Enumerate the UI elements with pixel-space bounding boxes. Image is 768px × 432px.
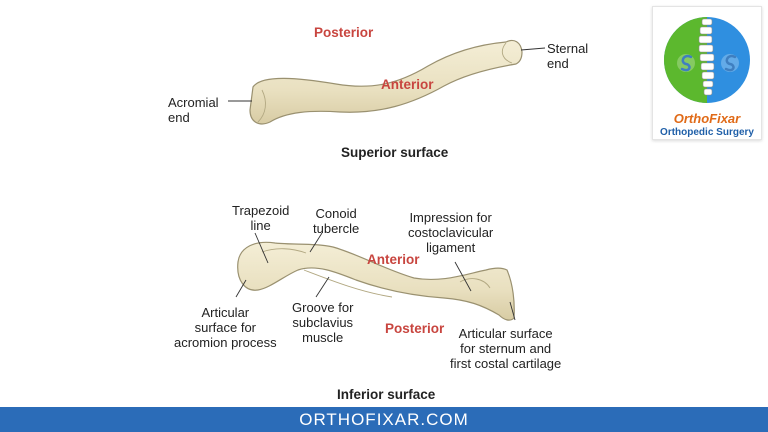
footer-link[interactable]: ORTHOFIXAR.COM xyxy=(299,410,469,430)
label-acromial-end: Acromial end xyxy=(168,95,219,125)
label-groove-subclavius: Groove for subclavius muscle xyxy=(292,300,353,345)
label-anterior-inferior: Anterior xyxy=(367,252,420,267)
orthofixar-logo: OrthoFixar Orthopedic Surgery xyxy=(652,6,762,140)
logo-subtitle: Orthopedic Surgery xyxy=(653,127,761,138)
label-sternal-end: Sternal end xyxy=(547,41,588,71)
label-impression-costoclavicular: Impression for costoclavicular ligament xyxy=(408,210,493,255)
caption-inferior-surface: Inferior surface xyxy=(337,387,435,402)
label-posterior-superior: Posterior xyxy=(314,25,373,40)
logo-title: OrthoFixar xyxy=(653,111,761,126)
caption-superior-surface: Superior surface xyxy=(341,145,448,160)
spine-logo-icon xyxy=(653,7,761,111)
label-posterior-inferior: Posterior xyxy=(385,321,444,336)
label-anterior-superior: Anterior xyxy=(381,77,434,92)
label-articular-sternum: Articular surface for sternum and first … xyxy=(450,326,561,371)
label-articular-acromion: Articular surface for acromion process xyxy=(174,305,277,350)
footer-bar: ORTHOFIXAR.COM xyxy=(0,407,768,432)
label-trapezoid-line: Trapezoid line xyxy=(232,203,289,233)
label-conoid-tubercle: Conoid tubercle xyxy=(313,206,359,236)
